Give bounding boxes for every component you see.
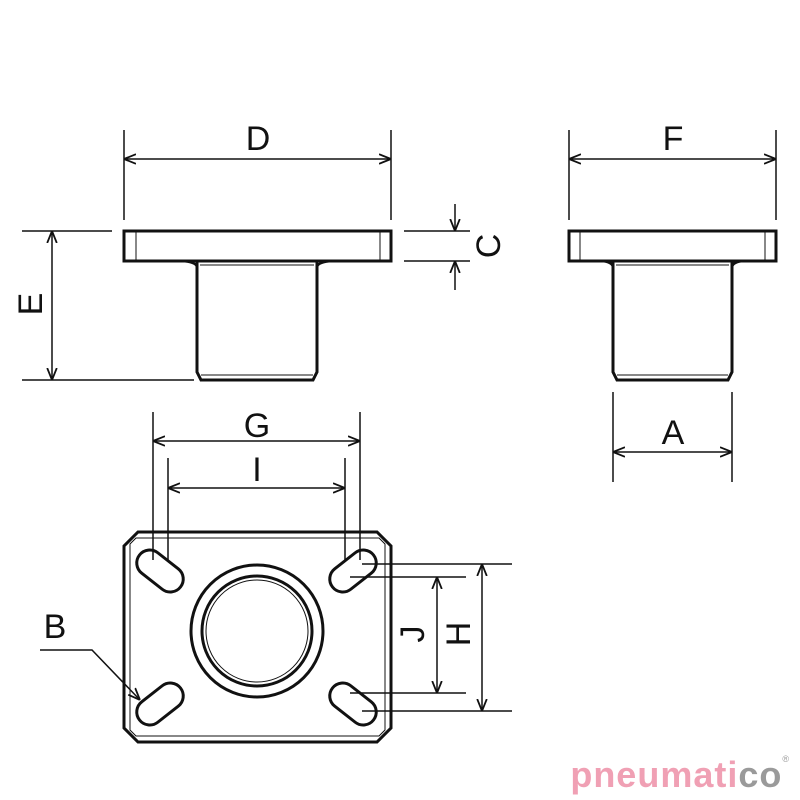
dimension-labels: D F C E A G I B J H [12,120,685,646]
label-C: C [470,234,508,259]
brand-logo-part2: co [738,754,783,795]
leader-B [40,649,140,700]
label-D: D [246,120,271,158]
side-view [567,229,778,382]
slot-hole-bottom-right [328,681,378,727]
center-bore-outer [189,563,325,699]
front-body [195,262,319,382]
brand-logo: pneumatico® [570,754,790,796]
label-F: F [663,120,684,158]
front-view [122,229,393,382]
center-bore-inner [200,574,314,688]
label-E: E [12,293,50,316]
slot-hole-top-left [135,548,185,594]
label-H: H [440,622,478,647]
front-flange [122,229,393,263]
dimension-lines [22,130,777,712]
plan-view [122,530,393,744]
plan-plate [122,530,393,744]
label-B: B [44,608,67,646]
slot-hole-top-right [328,548,378,594]
slot-hole-bottom-left [135,681,185,727]
label-I: I [252,451,261,489]
brand-logo-part1: pneumati [570,754,739,795]
side-flange [567,229,778,263]
label-J: J [394,626,432,643]
registered-mark: ® [782,754,790,764]
side-body [611,262,734,382]
label-A: A [662,414,685,452]
label-G: G [244,407,270,445]
